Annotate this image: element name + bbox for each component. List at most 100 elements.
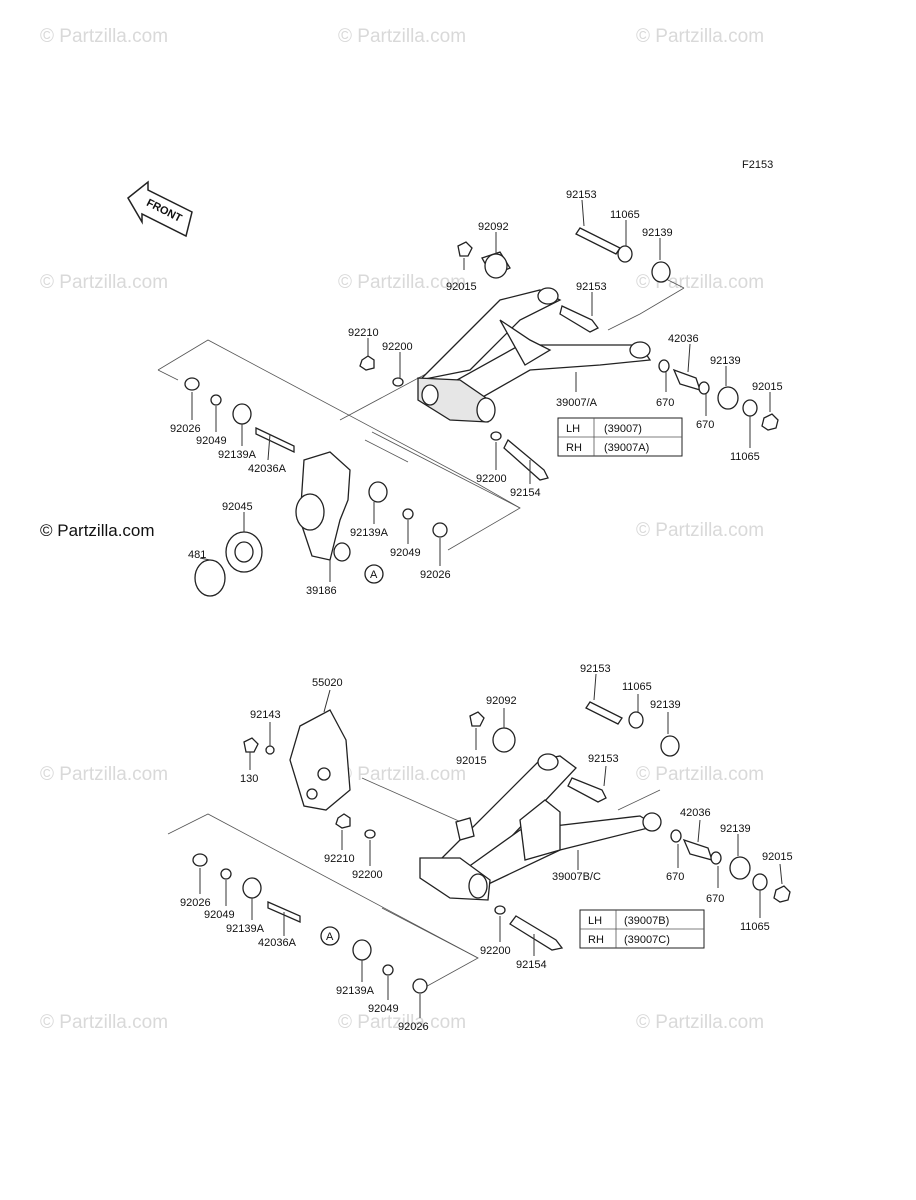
bolt-92154 (503, 438, 549, 481)
knuckle-39186 (299, 451, 351, 561)
part-label: 92139 (642, 227, 673, 239)
guard-55020 (289, 709, 351, 811)
part-label: 11065 (610, 209, 640, 221)
part-label: 42036A (258, 937, 297, 949)
watermark: © Partzilla.com (40, 1012, 168, 1033)
watermark: © Partzilla.com (636, 1012, 764, 1033)
part-label: 92015 (456, 755, 487, 767)
bolt-130 (243, 737, 259, 753)
part-label: 92153 (566, 189, 597, 201)
nut-92210 (335, 813, 351, 829)
seal-92049 (382, 964, 394, 976)
part-label: 92015 (446, 281, 477, 293)
part-label: 92092 (478, 221, 509, 233)
part-label: 92139 (720, 823, 751, 835)
part-label: 92139 (710, 355, 741, 367)
seal-92026 (192, 853, 208, 867)
part-label: 92210 (324, 853, 355, 865)
part-label: 92026 (420, 569, 451, 581)
nut-92015 (773, 885, 791, 903)
washer-92200 (392, 377, 404, 387)
sleeve-42036A (255, 426, 295, 454)
collar-92139A (232, 403, 252, 425)
part-label: 92200 (476, 473, 507, 485)
seal-670 (698, 381, 710, 395)
seal-92026 (432, 522, 448, 538)
nut-92015 (469, 711, 485, 727)
figure-code: F2153 (742, 159, 773, 171)
part-label: 130 (240, 773, 258, 785)
part-label: 670 (696, 419, 714, 431)
part-label: 92153 (588, 753, 619, 765)
watermark: © Partzilla.com (40, 272, 168, 293)
ref-a: A (326, 931, 334, 943)
sleeve-42036 (672, 368, 702, 391)
part-label: 92015 (762, 851, 793, 863)
top-assembly: A 92153 11065 92139 92092 92015 (157, 189, 783, 597)
part-label: 92139A (336, 985, 375, 997)
watermark: © Partzilla.com (338, 764, 466, 785)
part-label: 92154 (510, 487, 541, 499)
ref-a-circle (320, 926, 340, 946)
watermark: © Partzilla.com (40, 26, 168, 47)
table-cell: (39007B) (624, 915, 669, 927)
collar-92139 (651, 261, 671, 283)
washer-92143 (265, 745, 275, 755)
part-label: 92139 (650, 699, 681, 711)
seal-92026 (184, 377, 200, 391)
table-cell: RH (588, 934, 604, 946)
part-label: 92153 (576, 281, 607, 293)
collar-92139 (660, 735, 680, 757)
part-label: 39186 (306, 585, 337, 597)
collar-92139 (717, 386, 739, 410)
watermark: © Partzilla.com (40, 764, 168, 785)
part-label: 92154 (516, 959, 547, 971)
part-label: 92049 (390, 547, 421, 559)
part-label: 92143 (250, 709, 281, 721)
watermark: © Partzilla.com (636, 764, 764, 785)
collar-92139 (729, 856, 751, 880)
part-label: 39007/A (556, 397, 598, 409)
bolt-92153 (585, 701, 623, 725)
watermark: © Partzilla.com (636, 520, 764, 541)
part-label: 92045 (222, 501, 253, 513)
seal-92049 (220, 868, 232, 880)
nut-92015 (457, 241, 473, 257)
washer-11065 (742, 399, 758, 417)
part-label: 92015 (752, 381, 783, 393)
part-label: 92026 (180, 897, 211, 909)
seal-670 (658, 359, 670, 373)
bolt-92153 (575, 227, 621, 255)
table-cell: (39007A) (604, 442, 649, 454)
bolt-92153 (559, 305, 599, 333)
seal-670 (710, 851, 722, 865)
part-label: 670 (656, 397, 674, 409)
seal-92049 (210, 394, 222, 406)
collar-92139A (242, 877, 262, 899)
table-cell: LH (588, 915, 602, 927)
washer-92200 (364, 829, 376, 839)
part-label: 42036A (248, 463, 287, 475)
part-label: 92200 (352, 869, 383, 881)
part-label: 92092 (486, 695, 517, 707)
washer-92200 (494, 905, 506, 915)
washer-11065 (617, 245, 633, 263)
circlip-481 (194, 559, 226, 597)
part-label: 92026 (398, 1021, 429, 1033)
collar-92139A (352, 939, 372, 961)
watermarks: © Partzilla.com © Partzilla.com © Partzi… (40, 26, 764, 1033)
part-label: 11065 (622, 681, 652, 693)
side-table: LH (39007B) RH (39007C) (579, 909, 705, 949)
bolt-92154 (509, 915, 564, 951)
part-label: 55020 (312, 677, 343, 689)
nut-92210 (359, 355, 375, 371)
bolt-92153 (567, 777, 607, 803)
table-cell: (39007) (604, 423, 642, 435)
seal-92049 (402, 508, 414, 520)
part-label: 92139A (218, 449, 257, 461)
part-label: 92026 (170, 423, 201, 435)
side-table: LH (39007) RH (39007A) (557, 417, 683, 457)
collar-92139A (368, 481, 388, 503)
part-label: 92200 (382, 341, 413, 353)
